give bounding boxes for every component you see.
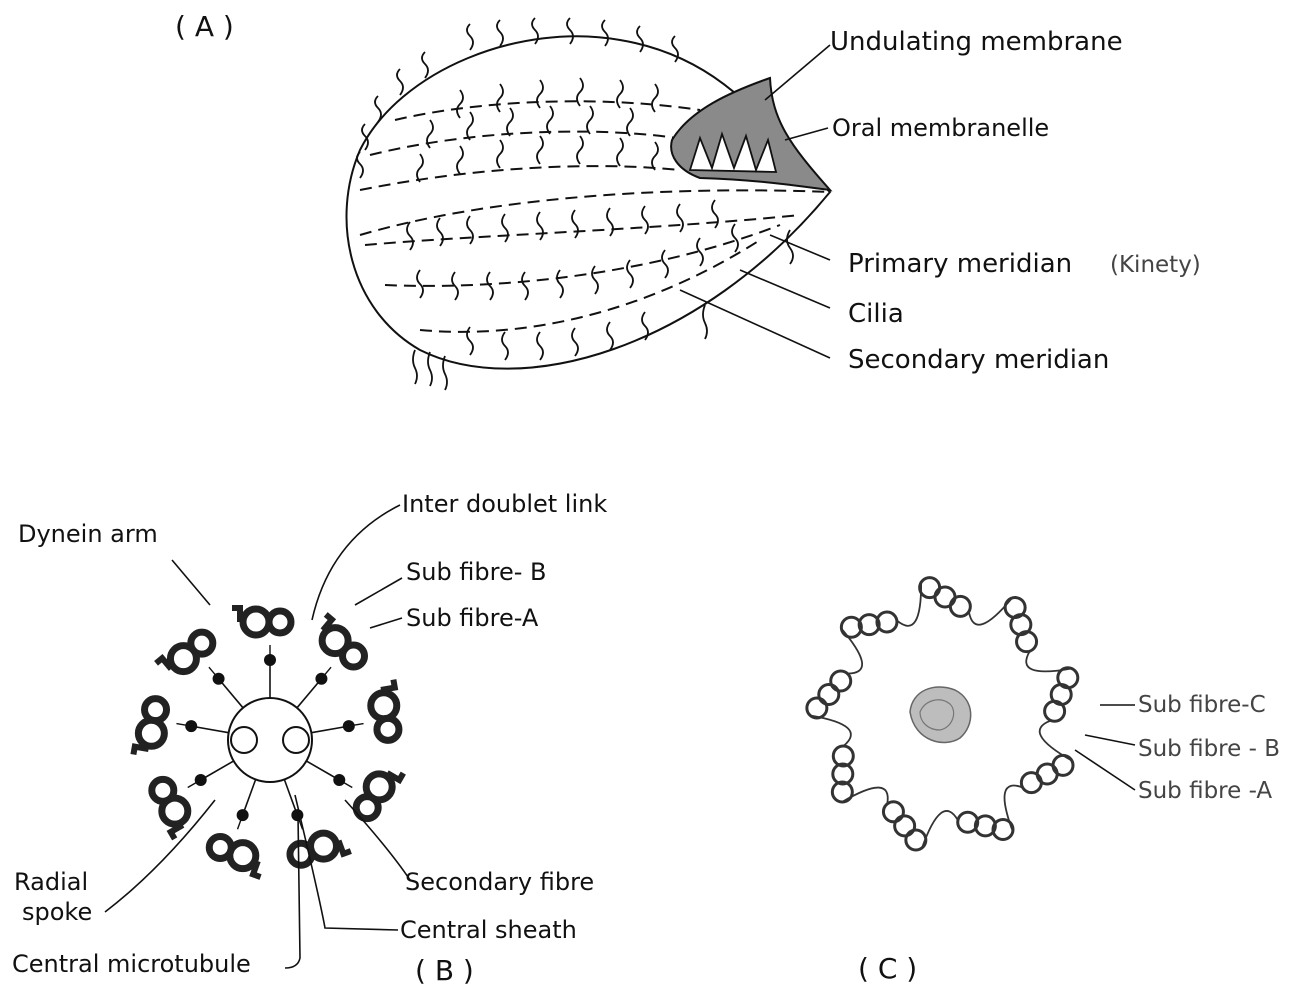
triplet-link — [922, 811, 958, 848]
leader-oral-membranelle — [785, 128, 828, 140]
panel-c: ( C ) Sub fibre-C Sub fibre - B Sub fibr… — [807, 578, 1280, 985]
panel-a-tag: ( A ) — [175, 10, 234, 43]
triplet-link — [842, 788, 888, 804]
triplet-link — [1004, 786, 1022, 832]
triplet-link — [897, 582, 921, 625]
basal-body-cross-section — [807, 578, 1078, 850]
meridian-line — [360, 166, 680, 190]
dynein-arm-shape — [381, 680, 395, 690]
central-hub-shape — [910, 687, 971, 743]
label-radial-spoke-line2: spoke — [22, 898, 92, 926]
outer-doublet — [156, 632, 213, 671]
panel-a: ( A ) — [175, 10, 1201, 390]
dynein-arm-shape — [339, 841, 351, 854]
outer-doublet — [152, 779, 188, 839]
label-sub-fibre-a: Sub fibre-A — [406, 604, 539, 632]
label-primary-meridian-note: (Kinety) — [1110, 252, 1201, 278]
leader-sub-fibre-a — [370, 618, 402, 628]
label-inter-doublet-link: Inter doublet link — [402, 490, 607, 518]
leader-cilia — [740, 270, 830, 308]
triplet — [883, 802, 925, 850]
label-sub-fibre-c: Sub fibre-C — [1138, 692, 1266, 718]
label-oral-membranelle: Oral membranelle — [832, 114, 1049, 142]
outer-doublet — [356, 773, 403, 819]
leader-sub-fibre-b — [355, 578, 402, 605]
leader-sub-fibre-a-c — [1075, 750, 1135, 790]
outer-doublet — [209, 836, 260, 877]
central-microtubule-shape — [283, 727, 309, 753]
dynein-arm-shape — [253, 861, 261, 877]
label-primary-meridian: Primary meridian — [848, 249, 1072, 279]
triplet — [1021, 755, 1073, 792]
label-sub-fibre-b-c: Sub fibre - B — [1138, 736, 1280, 762]
triplet — [832, 746, 853, 802]
panel-c-tag: ( C ) — [858, 952, 917, 985]
outer-doublet — [371, 680, 399, 741]
label-sub-fibre-a-c: Sub fibre -A — [1138, 778, 1272, 804]
outer-doublet — [133, 699, 166, 755]
primary-meridian-line — [360, 190, 830, 235]
meridian-line — [370, 132, 690, 155]
label-radial-spoke-line1: Radial — [14, 868, 88, 896]
leader-central-sheath — [295, 795, 398, 930]
leader-central-microtubule — [285, 815, 300, 968]
central-microtubule-shape — [231, 727, 257, 753]
triplet-link — [810, 715, 851, 746]
leader-sub-fibre-b-c — [1085, 735, 1135, 745]
dynein-arm-shape — [133, 747, 148, 755]
label-cilia: Cilia — [848, 299, 904, 329]
dynein-arm-shape — [232, 608, 240, 622]
outer-doublet — [322, 614, 364, 667]
meridian-line — [365, 215, 800, 245]
panel-b-tag: ( B ) — [415, 954, 474, 987]
triplet — [1045, 668, 1078, 721]
label-sub-fibre-b: Sub fibre- B — [406, 558, 547, 586]
leader-inter-doublet-link — [312, 505, 400, 620]
leader-secondary-meridian — [680, 290, 830, 358]
panel-b: ( B ) Inter doublet link Dynein arm Sub … — [12, 490, 607, 987]
triplet — [807, 671, 851, 718]
meridian-line — [385, 225, 780, 286]
label-secondary-fibre: Secondary fibre — [405, 868, 594, 896]
leader-undulating-membrane — [765, 45, 830, 100]
leader-dynein-arm — [172, 560, 210, 605]
label-undulating-membrane: Undulating membrane — [830, 27, 1123, 57]
label-central-microtubule: Central microtubule — [12, 950, 251, 978]
axoneme-cross-section — [133, 608, 403, 877]
triplet — [1005, 598, 1036, 652]
label-dynein-arm: Dynein arm — [18, 520, 158, 548]
triplet — [958, 812, 1013, 839]
outer-doublet — [232, 608, 291, 635]
label-secondary-meridian: Secondary meridian — [848, 345, 1109, 375]
triplet — [841, 612, 897, 637]
triplet — [920, 578, 971, 617]
cilia-group — [357, 18, 793, 390]
label-central-sheath: Central sheath — [400, 916, 577, 944]
